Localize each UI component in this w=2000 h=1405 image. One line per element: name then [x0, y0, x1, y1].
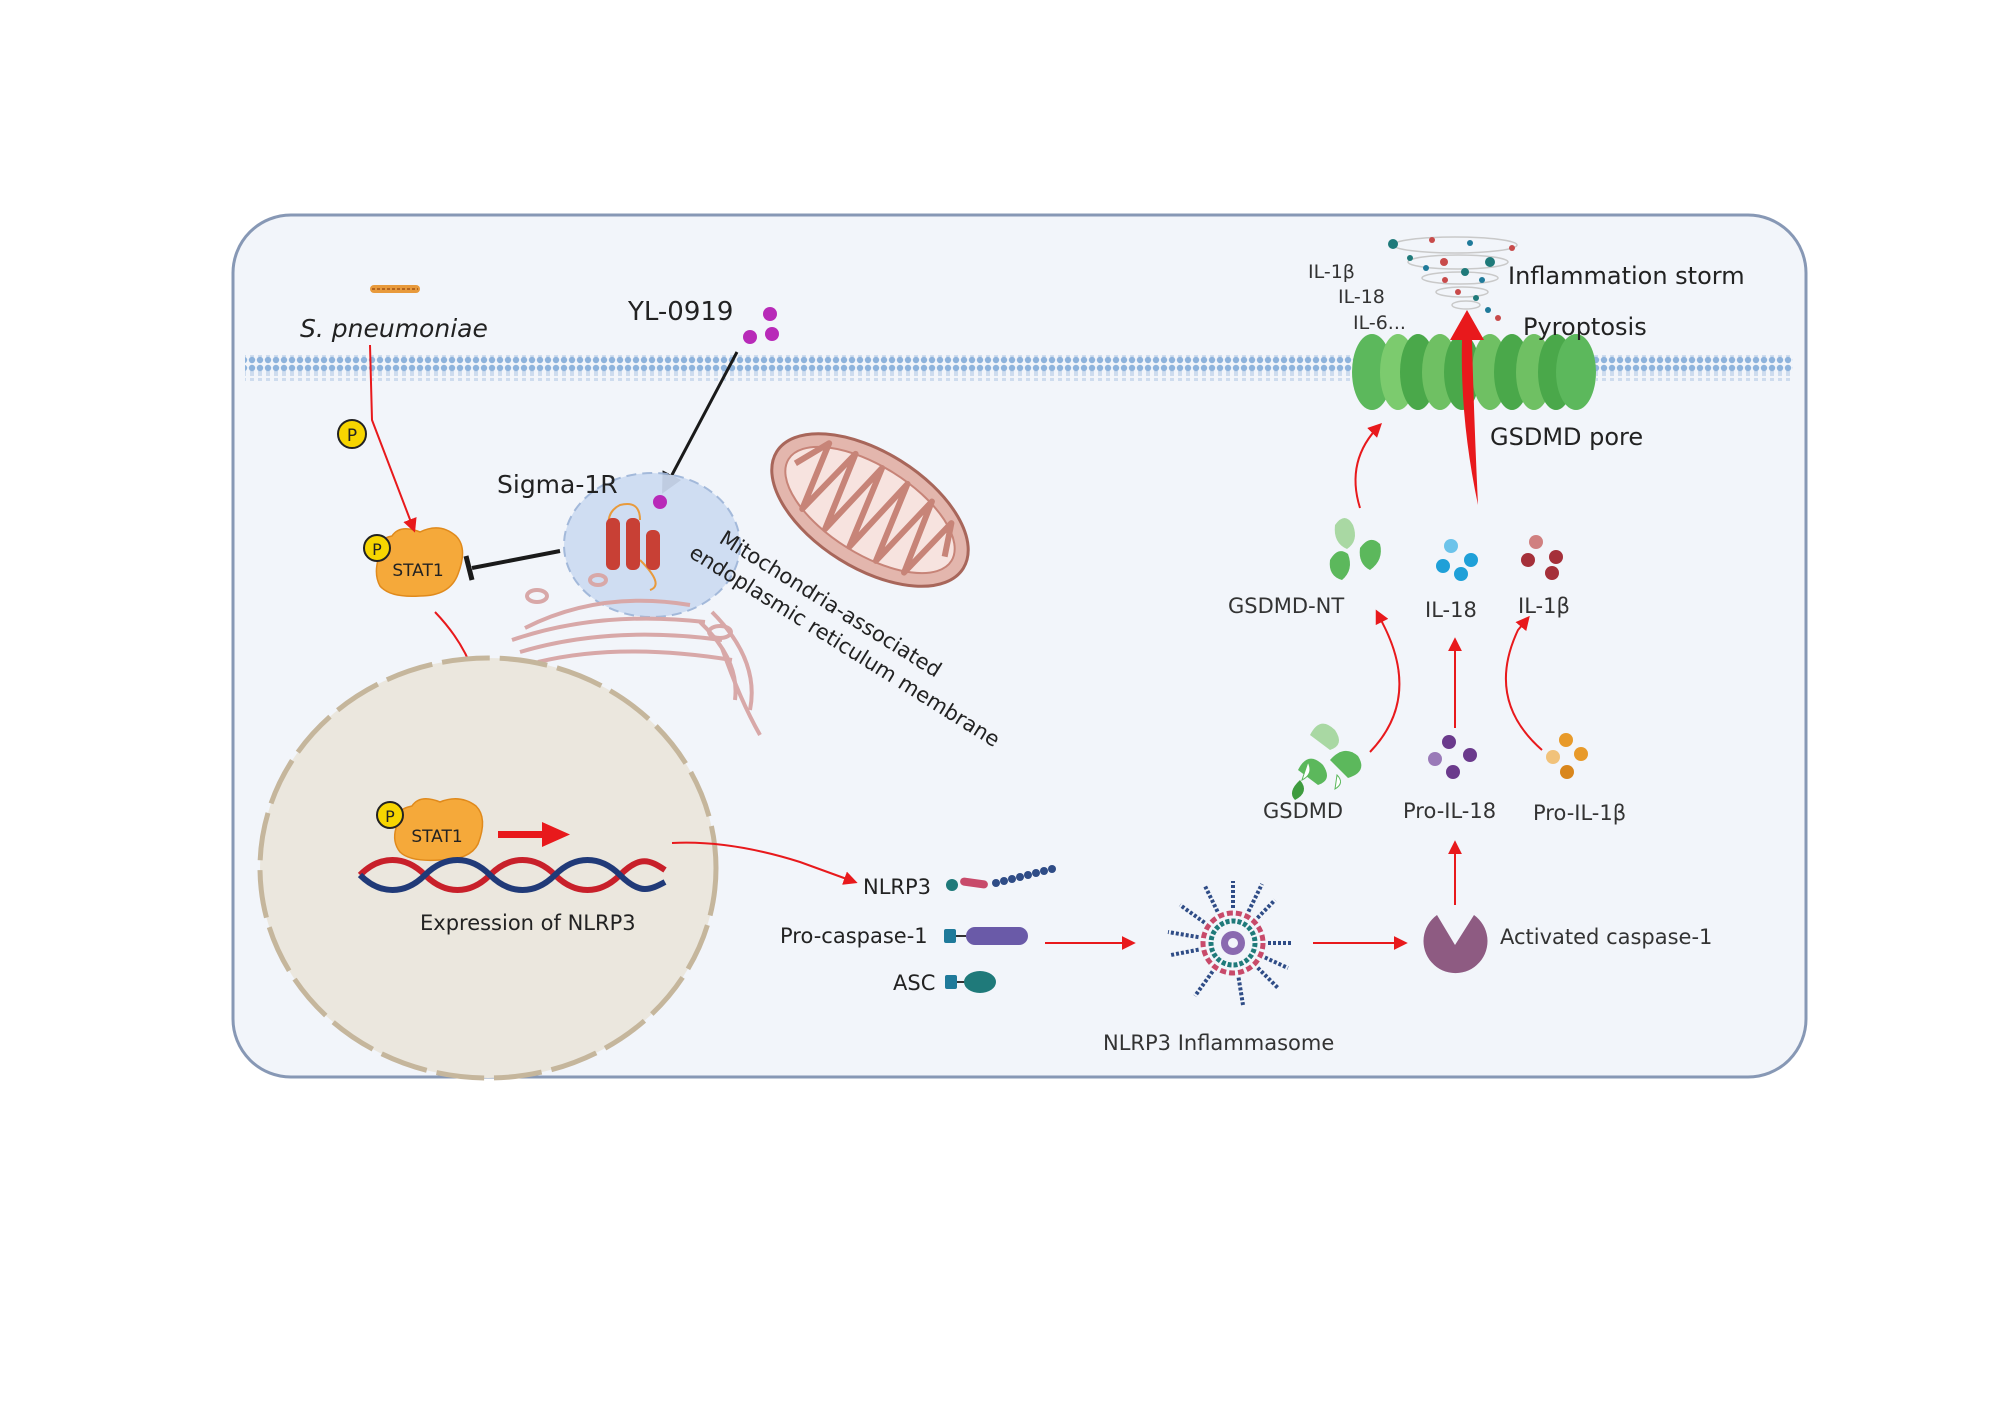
er-membrane-icon	[511, 573, 762, 736]
receptor-label: Sigma-1R	[497, 470, 618, 499]
pro-il1b-label: Pro-IL-1β	[1533, 801, 1626, 825]
nuclear-stat1-label: STAT1	[411, 827, 462, 847]
stat1-label: STAT1	[392, 561, 443, 581]
pro-il18-icon	[1428, 735, 1477, 779]
storm-label: Inflammation storm	[1508, 262, 1745, 290]
phosphate-icon: P	[337, 419, 367, 449]
phosphate-on-nuclear-stat1-label: P	[385, 807, 395, 826]
il1b-icon	[1521, 535, 1563, 580]
expression-label: Expression of NLRP3	[420, 911, 636, 935]
drug-to-receptor-arrow	[662, 351, 739, 494]
gsdmd-nt-to-pore-arrow	[1354, 423, 1382, 509]
drug-label: YL-0919	[627, 297, 733, 327]
pyroptosis-label: Pyroptosis	[1523, 313, 1647, 341]
pathogen-to-stat1-arrow	[369, 344, 417, 533]
gsdmd-icon	[1291, 723, 1362, 800]
nuclear-stat1-protein-icon: STAT1	[393, 798, 484, 862]
mitochondrion-icon	[770, 432, 970, 588]
cytokine-label-2: IL-18	[1338, 286, 1385, 308]
pro-il18-label: Pro-IL-18	[1403, 799, 1496, 823]
activated-caspase-icon	[1423, 915, 1488, 974]
stat1-protein-icon: STAT1	[375, 527, 464, 598]
il18-icon	[1436, 539, 1478, 581]
activated-caspase-label: Activated caspase-1	[1500, 925, 1712, 949]
nucleus-to-nlrp3-arrow	[671, 841, 858, 885]
gsdmd-pore-icon	[1352, 334, 1596, 410]
inflammasome-icon	[1167, 881, 1293, 1006]
pro-caspase-icon	[944, 927, 1028, 945]
gsdmd-label: GSDMD	[1263, 799, 1343, 823]
gsdmd-nt-icon	[1329, 518, 1381, 580]
phosphate-label: P	[347, 426, 357, 446]
il1b-cleavage-arrow	[1505, 615, 1543, 751]
asc-label: ASC	[893, 971, 935, 995]
gsdmd-pore-label: GSDMD pore	[1490, 423, 1643, 451]
asc-protein-icon	[945, 971, 996, 993]
il1b-label: IL-1β	[1518, 594, 1570, 618]
drug-bound-icon	[653, 495, 667, 509]
phosphate-on-stat1-icon: P	[363, 534, 391, 562]
nlrp3-protein-icon	[946, 865, 1056, 891]
bacterium-icon	[370, 285, 420, 293]
nuclear-envelope	[257, 655, 719, 1081]
pathogen-label: S. pneumoniae	[300, 314, 488, 343]
cytokine-label-1: IL-1β	[1308, 261, 1355, 283]
pro-caspase-label: Pro-caspase-1	[780, 924, 928, 948]
gsdmd-nt-label: GSDMD-NT	[1228, 594, 1344, 618]
il18-label: IL-18	[1425, 598, 1477, 622]
nucleus-icon	[260, 658, 716, 1078]
nlrp3-label: NLRP3	[863, 875, 931, 899]
drug-molecule-icon	[743, 307, 779, 344]
pro-il1b-icon	[1546, 733, 1588, 779]
cytokine-label-3: IL-6...	[1353, 312, 1406, 334]
phosphate-on-stat1-label: P	[372, 540, 382, 559]
cytokine-release-arrow	[1450, 310, 1484, 505]
cytokine-storm-icon	[1388, 236, 1518, 321]
sigma1r-receptor-icon	[606, 503, 660, 591]
transcription-arrow	[498, 822, 570, 847]
phosphate-on-nuclear-stat1-icon: P	[376, 801, 404, 829]
dna-helix-icon	[357, 857, 667, 893]
gsdmd-cleavage-arrow	[1369, 609, 1401, 753]
inhibition-arrow	[463, 549, 561, 581]
inflammasome-label: NLRP3 Inflammasome	[1103, 1031, 1334, 1055]
